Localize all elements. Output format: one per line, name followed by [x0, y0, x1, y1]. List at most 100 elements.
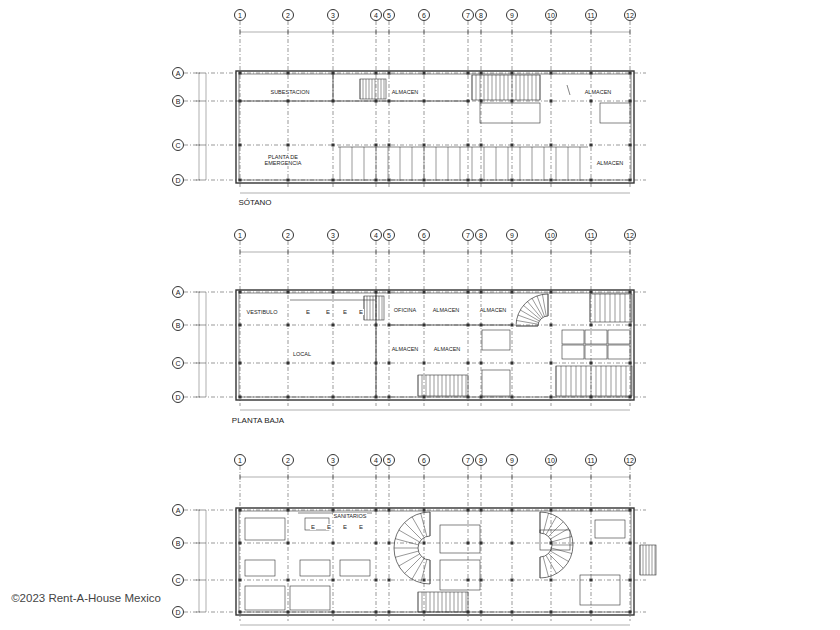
grid-column-bubble: 10 — [545, 9, 557, 21]
stair-step — [566, 366, 567, 396]
grid-column-bubble: 7 — [462, 9, 474, 21]
stair-step — [516, 75, 517, 100]
grid-label: D — [175, 177, 180, 184]
grid-label: 4 — [374, 232, 378, 239]
stair-step — [446, 592, 447, 612]
grid-row-bubble: D — [172, 391, 184, 403]
grid-row-bubble: C — [172, 574, 184, 586]
grid-row-bubble: B — [172, 537, 184, 549]
column — [239, 396, 242, 399]
spiral-stair — [516, 294, 548, 326]
wall-line — [376, 292, 377, 397]
parking-stall — [364, 147, 365, 181]
grid-label: A — [176, 507, 181, 514]
room-outline — [290, 586, 330, 610]
column — [629, 509, 632, 512]
stair-step — [543, 557, 548, 577]
column — [239, 72, 242, 75]
column — [287, 179, 290, 182]
stair-step — [430, 512, 431, 536]
column — [590, 324, 593, 327]
grid-line — [376, 466, 377, 621]
stair-step — [595, 294, 596, 322]
column — [388, 362, 391, 365]
grid-label: 3 — [331, 12, 335, 19]
stair-step — [458, 592, 459, 612]
stair-outline — [640, 545, 656, 575]
column — [629, 542, 632, 545]
column — [550, 396, 553, 399]
column — [388, 542, 391, 545]
room-outline — [300, 560, 330, 576]
stair-step — [426, 592, 427, 612]
stair-outline — [556, 366, 632, 396]
stair-step — [442, 592, 443, 612]
stair-step — [450, 375, 451, 396]
room-outline — [608, 330, 630, 344]
column — [287, 611, 290, 614]
grid-line — [184, 510, 646, 511]
column — [480, 179, 483, 182]
stair-step — [620, 294, 621, 322]
stair-step — [466, 375, 467, 396]
stair-step — [462, 375, 463, 396]
grid-line — [389, 466, 390, 621]
dimension-line — [240, 410, 630, 411]
plan-level — [184, 241, 646, 410]
grid-line — [512, 241, 513, 406]
column — [388, 579, 391, 582]
stair-step — [488, 75, 489, 100]
parking-stall — [460, 147, 461, 181]
dimension-line — [199, 510, 200, 612]
stair-step — [548, 522, 563, 537]
grid-label: 4 — [374, 457, 378, 464]
column — [511, 291, 514, 294]
column — [467, 579, 470, 582]
column — [629, 291, 632, 294]
grid-line — [288, 241, 289, 406]
column — [423, 144, 426, 147]
grid-column-bubble: 7 — [462, 229, 474, 241]
column — [332, 179, 335, 182]
grid-column-bubble: 6 — [418, 229, 430, 241]
grid-column-bubble: 8 — [475, 229, 487, 241]
grid-label: B — [176, 540, 181, 547]
column — [480, 72, 483, 75]
column — [332, 509, 335, 512]
column — [511, 144, 514, 147]
grid-line — [551, 241, 552, 406]
room-outline — [585, 345, 607, 359]
level-title: PLANTA BAJA — [231, 417, 285, 426]
stair-step — [527, 301, 541, 318]
grid-line — [591, 21, 592, 189]
grid-line — [389, 241, 390, 406]
grid-column-bubble: 11 — [585, 229, 597, 241]
stair-step — [630, 294, 631, 322]
stair-step — [446, 375, 447, 396]
grid-column-bubble: 10 — [545, 454, 557, 466]
parking-stall — [580, 147, 581, 181]
stair-outline — [472, 75, 540, 100]
column — [388, 611, 391, 614]
stair-step — [394, 548, 418, 549]
grid-label: C — [175, 577, 180, 584]
grid-column-bubble: 12 — [624, 9, 636, 21]
watermark: ©2023 Rent-A-House Mexico — [10, 592, 162, 605]
room-label: E — [325, 309, 331, 316]
column — [239, 324, 242, 327]
parking-stall — [376, 147, 377, 181]
ramp-arrow — [567, 85, 570, 95]
room-outline — [482, 330, 510, 350]
room-outline — [600, 103, 630, 123]
stair-step — [652, 545, 653, 575]
stair-step — [610, 294, 611, 322]
stair-step — [523, 305, 540, 319]
parking-stall — [340, 147, 341, 181]
column — [511, 611, 514, 614]
column — [480, 611, 483, 614]
grid-column-bubble: 1 — [234, 9, 246, 21]
stair-step — [442, 375, 443, 396]
room-outline — [482, 370, 510, 396]
grid-column-bubble: 9 — [506, 9, 518, 21]
